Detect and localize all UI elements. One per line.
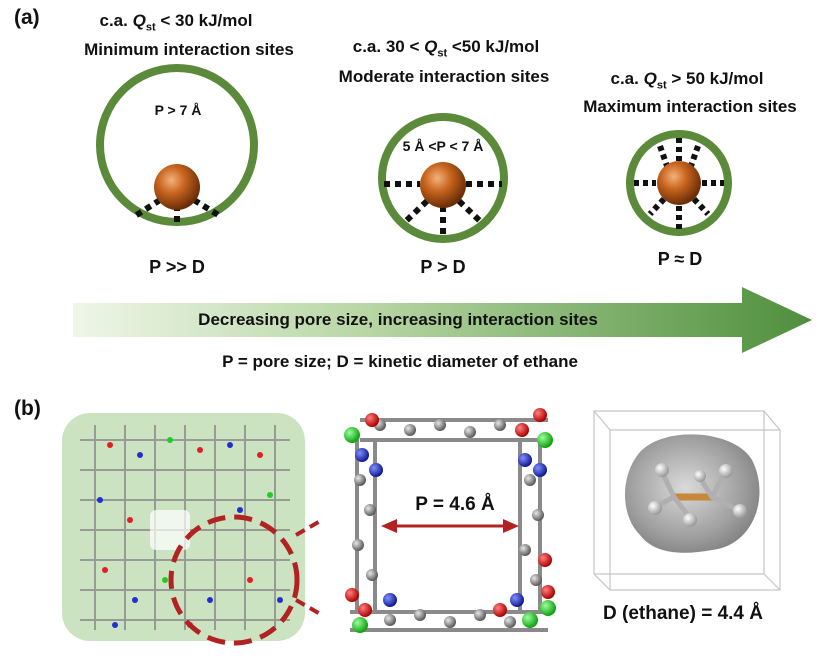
zoom-line-top: [295, 518, 323, 537]
ethane-model: [593, 410, 781, 591]
unit-cell-box: [593, 410, 781, 591]
pore-width-label: P = 4.6 Å: [415, 494, 495, 515]
pore-cage: [344, 408, 556, 633]
pore-width-arrow: [381, 519, 519, 533]
relation-small: P ≈ D: [657, 249, 703, 269]
qst-max-label: c.a. Qst > 50 kJ/mol: [610, 69, 764, 92]
pore-ring-medium: [378, 113, 508, 243]
trend-arrow: [73, 287, 812, 353]
arrow-caption: Decreasing pore size, increasing interac…: [198, 310, 598, 329]
ethane-sphere-small: [657, 161, 701, 205]
sites-max-label: Maximum interaction sites: [583, 97, 797, 116]
pore-size-medium-label: 5 Å <P < 7 Å: [402, 138, 484, 154]
sites-min-label: Minimum interaction sites: [84, 40, 294, 59]
interaction-lines-medium: [384, 181, 502, 236]
panel-a-label: (a): [14, 6, 40, 29]
panel-b-label: (b): [14, 397, 41, 420]
ethane-sphere-large: [154, 164, 200, 210]
framework-structure: [62, 413, 305, 641]
pore-large: [96, 64, 258, 226]
ethane-diameter-label: D (ethane) = 4.4 Å: [603, 603, 763, 624]
relation-medium: P > D: [420, 257, 466, 277]
zoom-line-bottom: [295, 598, 323, 617]
pore-size-large-label: P > 7 Å: [154, 102, 202, 118]
relation-large: P >> D: [149, 257, 205, 277]
pore-ring-small: [626, 130, 732, 236]
central-pore: [150, 510, 190, 550]
legend-text: P = pore size; D = kinetic diameter of e…: [222, 352, 578, 371]
sites-mod-label: Moderate interaction sites: [338, 67, 550, 86]
pore-small: [626, 130, 732, 236]
qst-mod-label: c.a. 30 < Qst <50 kJ/mol: [352, 37, 540, 60]
ethane-sphere-medium: [420, 162, 466, 208]
pore-medium: [378, 113, 508, 243]
zoom-highlight-circle: [168, 514, 300, 646]
interaction-lines-small: [634, 138, 724, 230]
qst-min-label: c.a. Qst < 30 kJ/mol: [99, 11, 253, 34]
